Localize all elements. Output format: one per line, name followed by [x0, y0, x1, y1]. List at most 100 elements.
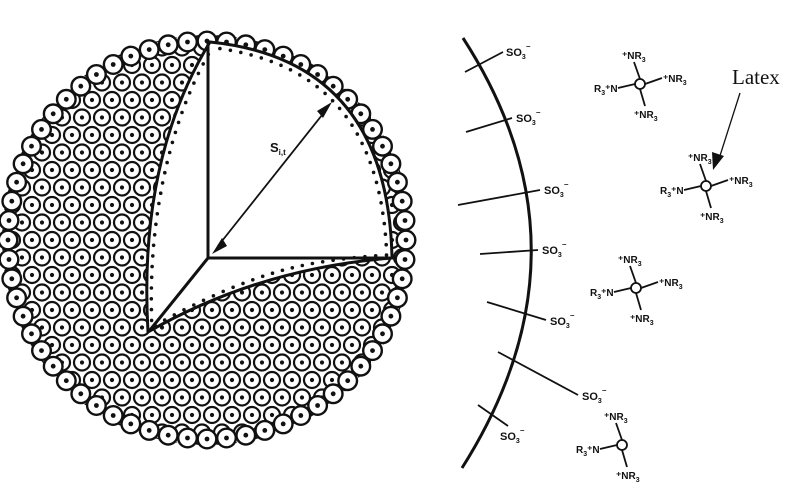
surfactant-bead — [22, 405, 42, 425]
surfactant-bead — [414, 320, 430, 336]
surfactant-bead — [22, 370, 42, 390]
surfactant-bead — [182, 370, 202, 390]
wedge-dot — [306, 78, 311, 83]
surfactant-bead — [54, 460, 70, 476]
surfactant-bead — [352, 283, 372, 302]
surfactant-bead — [414, 110, 430, 126]
surfactant-bead — [292, 38, 312, 57]
rim-bead — [235, 424, 257, 446]
wedge-dot — [180, 110, 184, 115]
surfactant-bead — [134, 460, 150, 476]
surfactant-bead — [82, 195, 102, 215]
surfactant-bead — [34, 460, 50, 476]
wedge-dot — [368, 160, 373, 165]
surfactant-bead — [2, 318, 12, 337]
surfactant-bead — [102, 125, 122, 145]
surfactant-bead — [122, 300, 142, 320]
wedge-dot — [381, 211, 385, 215]
wedge-dot — [154, 222, 158, 227]
surfactant-bead — [252, 353, 272, 372]
surfactant-bead — [2, 90, 22, 110]
sulfonate-label: SO3⁻ — [544, 181, 569, 199]
rim-bead — [102, 405, 124, 426]
surfactant-bead — [0, 5, 10, 21]
surfactant-bead — [2, 55, 22, 75]
surfactant-bead — [322, 300, 342, 320]
surfactant-bead — [72, 353, 92, 372]
surfactant-bead — [372, 388, 392, 407]
surfactant-bead — [254, 460, 270, 476]
surfactant-bead — [334, 460, 350, 476]
surfactant-bead — [142, 90, 162, 110]
surfactant-tail — [464, 51, 504, 73]
surfactant-bead — [82, 440, 102, 445]
surfactant-bead — [214, 5, 230, 21]
wedge-dot — [228, 48, 233, 53]
wedge-dot — [241, 281, 245, 286]
surfactant-bead — [2, 440, 22, 445]
surfactant-bead — [292, 318, 312, 337]
wedge-dot — [187, 91, 192, 95]
surfactant-bead — [414, 285, 430, 301]
surfactant-bead — [332, 38, 352, 57]
wedge-dot — [288, 68, 293, 72]
surfactant-bead — [262, 370, 282, 390]
wedge-dot — [176, 120, 181, 125]
wedge-dot — [259, 56, 264, 60]
surfactant-bead — [392, 423, 412, 442]
surfactant-bead — [382, 35, 402, 40]
ammonium-core — [630, 282, 642, 294]
ammonium-label: ⁺NR3 — [700, 212, 724, 225]
surfactant-bead — [322, 440, 342, 445]
surfactant-bead — [2, 125, 22, 145]
surfactant-bead — [182, 405, 202, 425]
surfactant-bead — [82, 125, 102, 145]
radius-axes — [148, 42, 390, 331]
surfactant-bead — [232, 353, 252, 372]
ammonium-core — [700, 180, 712, 192]
surfactant-bead — [202, 370, 222, 390]
rim-bead — [196, 428, 218, 450]
surfactant-bead — [72, 178, 92, 197]
surfactant-bead — [42, 440, 62, 445]
sulfonate-label: SO3⁻ — [506, 43, 531, 61]
wedge-dot — [323, 91, 327, 96]
surfactant-bead — [112, 143, 132, 162]
rim-bead — [1, 268, 23, 290]
surfactant-bead — [214, 460, 230, 476]
wedge-dot — [149, 286, 154, 290]
wedge-dot — [221, 289, 225, 294]
surfactant-bead — [82, 230, 102, 250]
radius-arrow — [212, 102, 332, 254]
surfactant-bead — [294, 460, 310, 476]
surfactant-tail — [465, 117, 513, 133]
wedge-dot — [218, 46, 222, 51]
surfactant-bead — [102, 335, 122, 355]
rim-bead — [6, 287, 28, 309]
wedge-dot — [298, 73, 302, 77]
ammonium-label: R3⁺N — [594, 84, 618, 97]
surfactant-bead — [2, 38, 12, 57]
wedge-dot — [360, 141, 364, 146]
surfactant-bead — [32, 423, 52, 442]
rim-bead — [372, 135, 393, 157]
surfactant-bead — [322, 35, 342, 40]
wedge-dot — [196, 71, 201, 76]
surfactant-bead — [222, 405, 242, 425]
surfactant-bead — [112, 388, 132, 407]
surfactant-bead — [154, 460, 170, 476]
surfactant-bead — [134, 5, 150, 21]
surfactant-bead — [314, 460, 330, 476]
surfactant-bead — [222, 370, 242, 390]
surfactant-bead — [112, 283, 132, 302]
rim-bead — [21, 135, 42, 157]
surfactant-bead — [102, 440, 122, 445]
surfactant-bead — [92, 38, 112, 57]
surfactant-bead — [122, 440, 142, 445]
surfactant-bead — [402, 370, 412, 390]
surfactant-bead — [14, 460, 30, 476]
surfactant-bead — [122, 370, 142, 390]
ammonium-label: R3⁺N — [590, 288, 614, 301]
